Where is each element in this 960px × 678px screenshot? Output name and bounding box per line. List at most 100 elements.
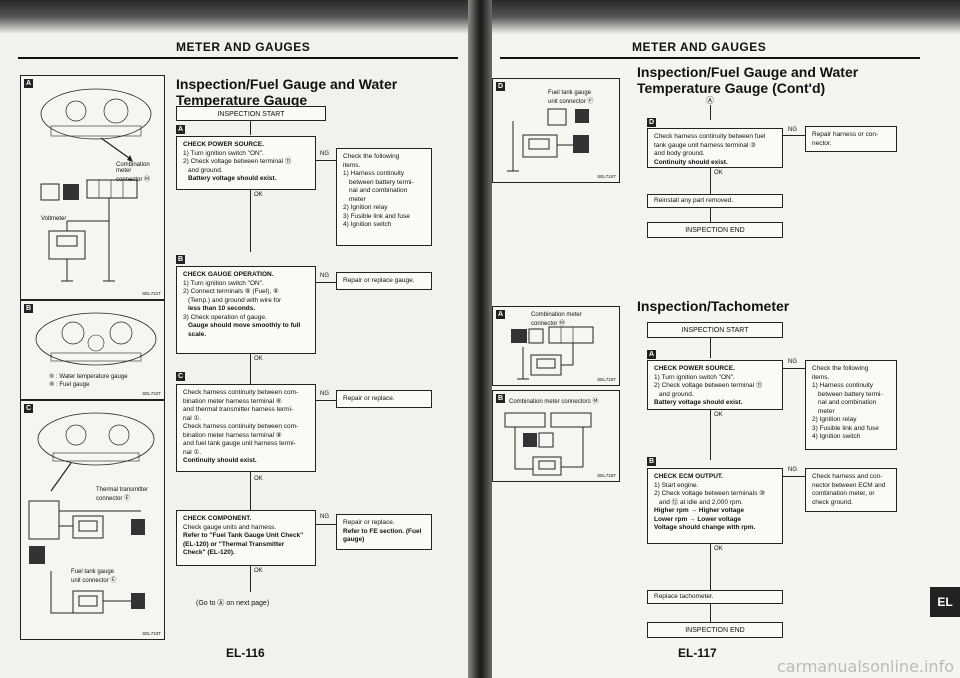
right-tacho-b-line2: 2) Check voltage between terminals ⑩	[654, 490, 765, 497]
left-step-a-ng-line8: 4) Ignition switch	[343, 221, 392, 228]
left-step-b-line2: 1) Turn ignition switch "ON".	[183, 279, 264, 287]
right-tacho-a-ng-line3: between battery termi-	[818, 390, 883, 398]
left-step-comp-ok: OK	[254, 568, 263, 574]
panel-a-code: SEL721T	[142, 291, 161, 296]
book-gutter	[468, 0, 492, 678]
right-tacho-a-ng-line8: 4) Ignition switch	[812, 433, 861, 440]
right-step-d-ok: OK	[714, 170, 723, 176]
left-step-comp-ng-line0: Repair or replace.	[343, 519, 395, 526]
right-continue-marker: Ⓐ	[706, 96, 714, 105]
left-panel-b: B ⑥ : Water temperature gauge ⑧ : Fuel g…	[20, 300, 165, 400]
left-step-b-line1: CHECK GAUGE OPERATION.	[183, 271, 274, 278]
left-step-c-line3: nal ①.	[183, 414, 202, 422]
left-step-a-ng-line0: Check the following	[343, 153, 400, 160]
left-step-c-ng: NG	[320, 391, 329, 397]
left-step-comp-bold0: Refer to "Fuel Tank Gauge Unit Check"	[183, 532, 304, 539]
left-step-b-letter: B	[176, 255, 185, 264]
right-tacho-b-bold2: Voltage should change with rpm.	[654, 524, 756, 531]
right-tacho-b-ng-line3: check ground.	[812, 498, 853, 506]
left-step-b-ok: OK	[254, 356, 263, 362]
panel-tb-code: SEL726T	[597, 473, 616, 478]
left-step-a-letter: A	[176, 125, 185, 134]
left-step-comp-box: CHECK COMPONENT. Check gauge units and h…	[176, 510, 316, 566]
left-step-b-ng: NG	[320, 273, 329, 279]
right-tacho-a-ok: OK	[714, 412, 723, 418]
right-flow-line	[710, 338, 711, 358]
left-step-a-line3: 2) Check voltage between terminal ⑪	[183, 158, 292, 165]
panel-ta-code: SEL725T	[597, 377, 616, 382]
right-step-d-line1: tank gauge unit harness terminal ③	[654, 141, 756, 149]
left-step-comp-bold2: Check" (EL-120).	[183, 549, 235, 556]
right-tacho-b-line3: and ⑫ at idle and 2,000 rpm.	[659, 498, 743, 506]
right-tacho-b-box: CHECK ECM OUTPUT. 1) Start engine. 2) Ch…	[647, 468, 783, 544]
right-tacho-b-ng-line0: Check harness and con-	[812, 473, 883, 480]
panel-a-diagram	[40, 88, 152, 282]
right-tacho-a-ng-box: Check the following items. 1) Harness co…	[805, 360, 897, 450]
left-step-a-ok: OK	[254, 192, 263, 198]
left-header: METER AND GAUGES	[176, 40, 311, 54]
panel-tb-diagram	[504, 412, 592, 476]
right-tacho-inspection-start: INSPECTION START	[647, 322, 783, 338]
panel-d-letter: D	[496, 82, 505, 91]
right-title: Inspection/Fuel Gauge and Water Temperat…	[637, 64, 859, 96]
left-flow-line	[250, 566, 251, 592]
left-flow-line	[250, 121, 251, 135]
right-step-d-ng-box: Repair harness or con- nector.	[805, 126, 897, 152]
left-step-c-letter: C	[176, 372, 185, 381]
left-title: Inspection/Fuel Gauge and Water Temperat…	[176, 76, 398, 108]
panel-b-code: SEL722T	[142, 391, 161, 396]
right-page-number: EL-117	[678, 646, 717, 660]
right-header: METER AND GAUGES	[632, 40, 767, 54]
watermark: carmanualsonline.info	[776, 657, 954, 676]
left-page-number: EL-116	[226, 646, 265, 660]
right-tacho-b-ng: NG	[788, 467, 797, 473]
left-step-b-bold1: 3) Check operation of gauge.	[183, 313, 267, 321]
left-step-a-bold: Battery voltage should exist.	[188, 175, 277, 182]
right-flow-line	[710, 105, 711, 120]
left-step-a-ng-line3: between battery termi-	[349, 178, 414, 186]
left-step-a-line2: 1) Turn ignition switch "ON".	[183, 149, 264, 157]
left-step-comp-ng-line2: gauge)	[343, 536, 365, 543]
right-inspection-end-1: INSPECTION END	[647, 222, 783, 238]
right-step-d-letter: D	[647, 118, 656, 127]
left-step-b-bold3: scale.	[188, 330, 207, 338]
right-tacho-b-ng-box: Check harness and con- nector between EC…	[805, 468, 897, 512]
right-tacho-a-box: CHECK POWER SOURCE. 1) Turn ignition swi…	[647, 360, 783, 410]
panel-a-letter: A	[24, 79, 33, 88]
left-step-c-line1: bination meter harness terminal ⑥	[183, 397, 282, 405]
panel-c-code: SEL723T	[142, 631, 161, 636]
left-step-c-ok: OK	[254, 476, 263, 482]
left-step-comp-ng-line1: Refer to FE section. (Fuel	[343, 527, 422, 535]
right-panel-tacho-b: B Combination meter connectors Ⓜ SEL726T	[492, 390, 620, 482]
right-tacho-title: Inspection/Tachometer	[637, 298, 790, 314]
left-inspection-start: INSPECTION START	[176, 106, 326, 121]
left-step-c-line2: and thermal transmitter harness termi-	[183, 406, 294, 413]
left-step-a-ng-line1: items.	[343, 161, 361, 169]
left-step-a-ng-box: Check the following items. 1) Harness co…	[336, 148, 432, 246]
panel-d-code: SEL724T	[597, 174, 616, 179]
panel-tb-letter: B	[496, 394, 505, 403]
left-step-a-ng: NG	[320, 151, 329, 157]
right-tacho-b-ng-line	[783, 476, 805, 477]
right-flow-line	[710, 208, 711, 222]
right-header-rule	[500, 57, 920, 59]
right-tacho-a-ng-line2: 1) Harness continuity	[812, 382, 874, 389]
right-tacho-a-ng: NG	[788, 359, 797, 365]
left-step-c-line4: Check harness continuity between com-	[183, 423, 299, 430]
right-tacho-b-letter: B	[647, 457, 656, 466]
left-flow-line	[250, 472, 251, 510]
right-tacho-a-line0: CHECK POWER SOURCE.	[654, 365, 735, 372]
left-step-c-line0: Check harness continuity between com-	[183, 389, 299, 396]
page-top-shadow	[0, 0, 468, 34]
left-step-b-box: CHECK GAUGE OPERATION. 1) Turn ignition …	[176, 266, 316, 354]
left-step-c-line7: nal ①.	[183, 448, 202, 456]
panel-b-legend-fuel: ⑧ : Fuel gauge	[49, 382, 90, 388]
right-replace-box: Replace tachometer.	[647, 590, 783, 604]
right-tacho-b-ok: OK	[714, 546, 723, 552]
